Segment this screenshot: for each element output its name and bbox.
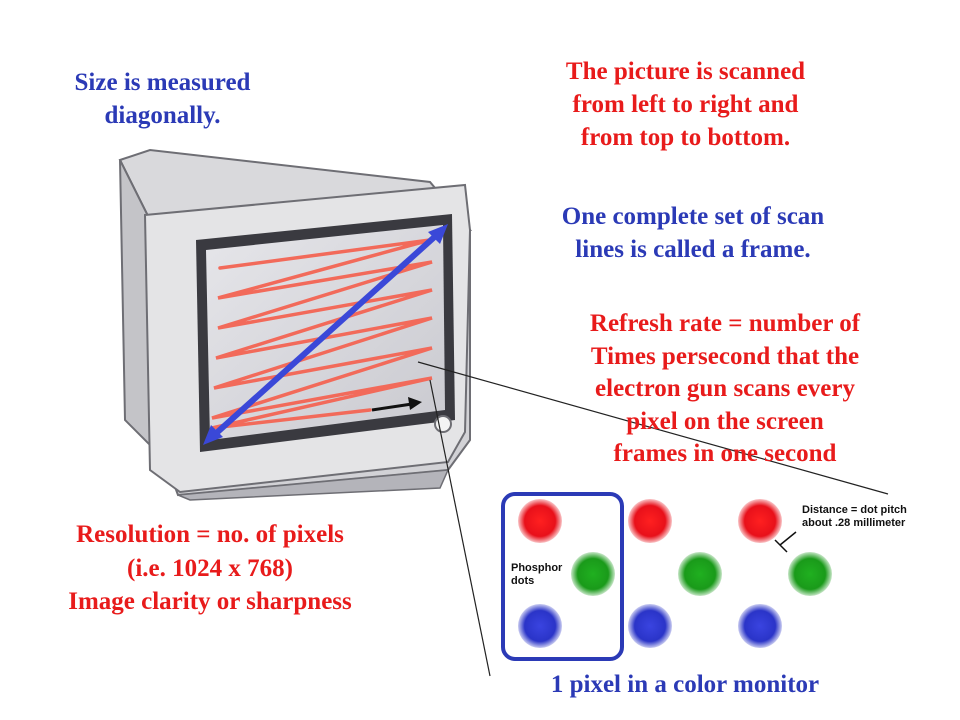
dot-pitch-marker	[774, 531, 797, 553]
diagonal-size-arrow-icon	[203, 224, 448, 445]
zoom-line-top	[417, 361, 889, 495]
scan-direction-arrow-icon	[371, 397, 422, 412]
phosphor-dots-label: Phosphor dots	[511, 562, 563, 587]
blue-dot	[518, 604, 562, 648]
green-dot	[571, 552, 615, 596]
size-label: Size is measured diagonally.	[74, 69, 251, 129]
phosphor-dots	[518, 499, 832, 648]
scan-label: The picture is scanned from left to righ…	[565, 58, 806, 151]
dot-pitch-label: Distance = dot pitch about .28 millimete…	[802, 504, 907, 529]
pixel-box	[501, 492, 624, 661]
red-dot	[738, 499, 782, 543]
power-button-icon	[434, 415, 452, 433]
monitor-body	[118, 148, 473, 501]
resolution-label: Resolution = no. of pixels (i.e. 1024 x …	[68, 521, 352, 615]
pixel-caption: 1 pixel in a color monitor	[550, 671, 820, 698]
frame-label: One complete set of scan lines is called…	[561, 203, 825, 263]
green-dot	[678, 552, 722, 596]
refresh-label: Refresh rate = number of Times persecond…	[589, 310, 861, 467]
zoom-line-bottom	[429, 379, 491, 677]
blue-dot	[628, 604, 672, 648]
red-dot	[518, 499, 562, 543]
red-dot	[628, 499, 672, 543]
blue-dot	[738, 604, 782, 648]
green-dot	[788, 552, 832, 596]
